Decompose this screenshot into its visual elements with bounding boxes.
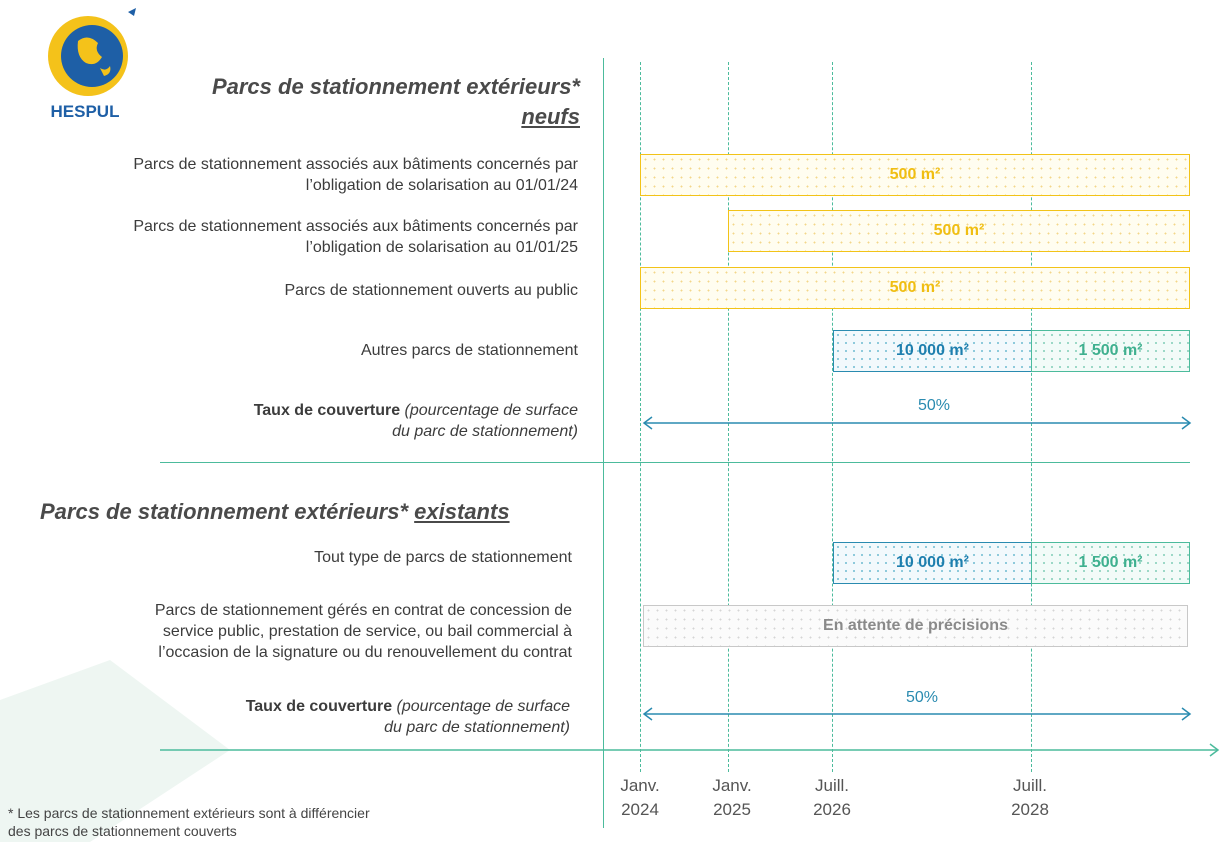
row-label-all-types: Tout type de parcs de stationnement (314, 549, 572, 566)
section-existing-title: Parcs de stationnement extérieurs* exist… (40, 497, 580, 527)
section-existing-title-main: Parcs de stationnement extérieurs* (40, 499, 409, 524)
tick-2026: Juill.2026 (813, 776, 851, 819)
marker-2025 (728, 62, 729, 772)
row-label-new-2024: Parcs de stationnement associés aux bâti… (133, 156, 578, 194)
section-new-title-main: Parcs de stationnement extérieurs* (211, 74, 580, 99)
bar-others-large: 10 000 m² (833, 330, 1032, 372)
row-label-concession: Parcs de stationnement gérés en contrat … (154, 602, 572, 661)
tick-2024: Janv.2024 (620, 776, 660, 819)
coverage-label-new: Taux de couverture (pourcentage de surfa… (253, 402, 578, 440)
vertical-axis (603, 58, 604, 828)
hespul-logo: HESPUL (30, 6, 140, 124)
row-label-public: Parcs de stationnement ouverts au public (284, 282, 579, 299)
section-existing-title-sub: existants (414, 499, 510, 524)
coverage-arrow-existing (642, 707, 1192, 721)
tick-2025: Janv.2025 (712, 776, 752, 819)
bar-concession: En attente de précisions (643, 605, 1188, 647)
coverage-label-existing: Taux de couverture (pourcentage de surfa… (245, 698, 570, 736)
coverage-value-existing: 50% (906, 689, 939, 706)
row-label-new-2025: Parcs de stationnement associés aux bâti… (133, 218, 578, 256)
bar-new-2025: 500 m² (728, 210, 1190, 252)
bar-all-types-large: 10 000 m² (833, 542, 1032, 584)
bar-all-types-small: 1 500 m² (1031, 542, 1190, 584)
coverage-value-new: 50% (918, 397, 951, 414)
marker-2024 (640, 62, 641, 772)
section-new-title: Parcs de stationnement extérieurs* neufs (160, 72, 580, 132)
footnote: * Les parcs de stationnement extérieurs … (8, 805, 370, 839)
marker-2028 (1031, 62, 1032, 772)
section-new-title-sub: neufs (521, 104, 580, 129)
globe-logo-icon (48, 8, 136, 96)
timeline-axis (160, 743, 1220, 757)
row-label-others: Autres parcs de stationnement (360, 342, 578, 359)
section-divider (160, 462, 1190, 463)
bar-new-2024: 500 m² (640, 154, 1190, 196)
marker-2026 (832, 62, 833, 772)
bar-others-small: 1 500 m² (1031, 330, 1190, 372)
coverage-arrow-new (642, 416, 1192, 430)
bar-public: 500 m² (640, 267, 1190, 309)
watermark-shape (0, 660, 230, 842)
logo-name: HESPUL (50, 102, 120, 121)
tick-2028: Juill.2028 (1011, 776, 1049, 819)
